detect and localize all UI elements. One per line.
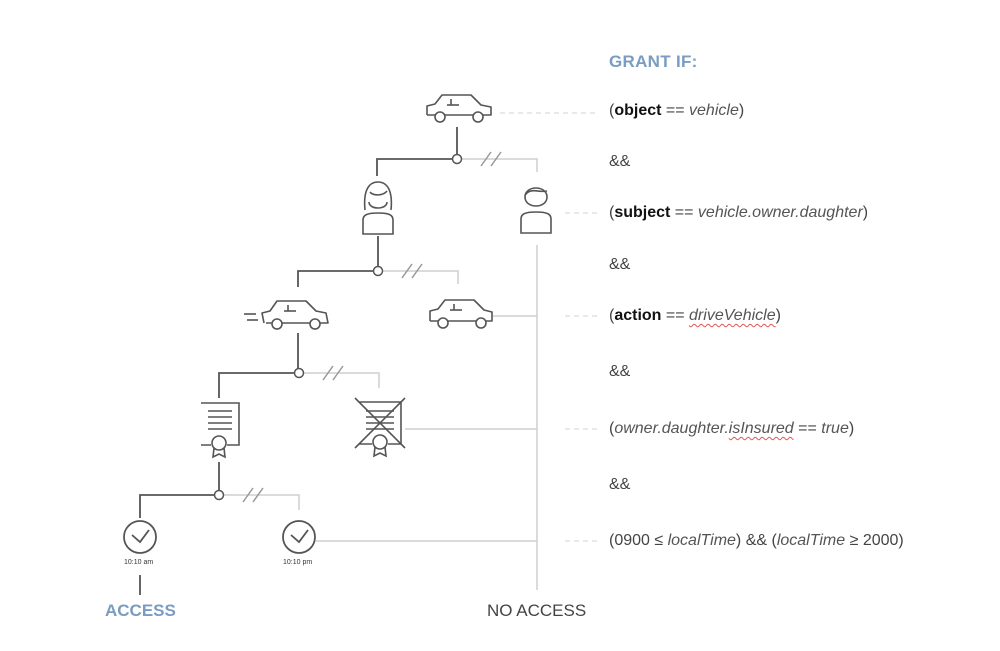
no-access-branches (219, 158, 538, 590)
clock-label-pm: 10:10 pm (283, 559, 313, 566)
car-icon (426, 94, 492, 123)
clock-icon (282, 520, 316, 554)
grant-title: GRANT IF: (609, 52, 698, 71)
rule-subject: (subject == vehicle.owner.daughter) (609, 204, 869, 221)
rule-object: (object == vehicle) (609, 102, 745, 119)
access-label: ACCESS (105, 601, 176, 620)
person-icon (520, 187, 552, 234)
rule-insured: (owner.daughter.isInsured == true) (609, 420, 855, 437)
and-operator: && (609, 256, 631, 273)
rule-connectors (500, 112, 598, 542)
crossed-certificate-icon (354, 397, 406, 458)
no-access-label: NO ACCESS (487, 601, 587, 620)
driving-car-icon (244, 300, 329, 330)
no-branch-slashes (242, 151, 502, 503)
clock-label-am: 10:10 am (124, 559, 154, 566)
and-operator: && (609, 363, 631, 380)
and-operator: && (609, 153, 631, 170)
rule-action: (action == driveVehicle) (609, 307, 781, 324)
and-operator: && (609, 476, 631, 493)
daughter-icon (362, 181, 394, 235)
branch-nodes (213, 153, 463, 501)
rule-local-time: (0900 ≤ localTime) && (localTime ≥ 2000) (609, 532, 904, 549)
insurance-certificate-icon (201, 402, 240, 459)
car-icon (429, 299, 493, 329)
access-path (139, 127, 458, 595)
clock-icon (123, 520, 157, 554)
